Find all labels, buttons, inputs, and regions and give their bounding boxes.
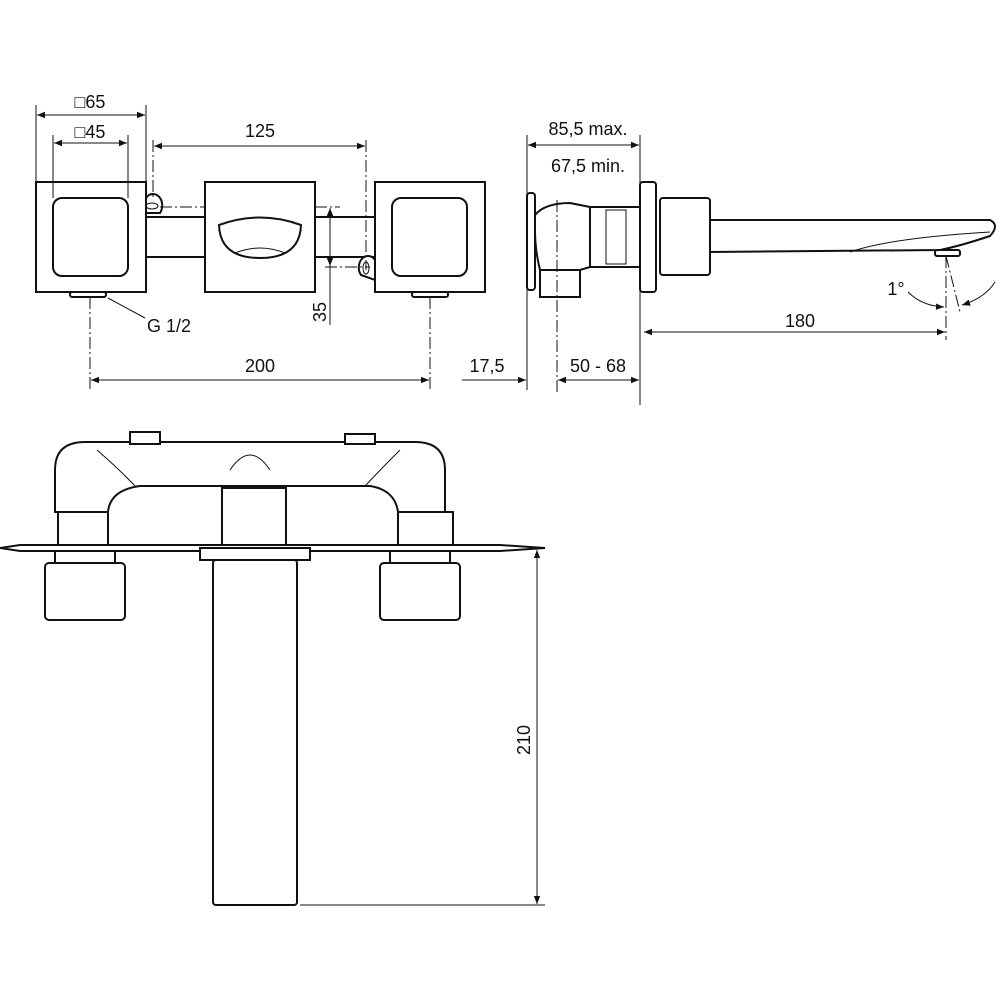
mount-ear-right [357, 255, 376, 282]
handle-right-inner [391, 197, 468, 277]
connector-right [397, 511, 454, 546]
dim-inner-square: □45 [75, 122, 106, 142]
dim-pipe-height: 35 [310, 302, 330, 322]
dim-wall-depth: 17,5 [469, 356, 504, 376]
top-view: 210 [0, 431, 546, 906]
spout-outlet [217, 216, 303, 260]
thread-left [69, 291, 107, 298]
front-view: □65 □45 125 35 G 1/2 200 [35, 92, 486, 390]
dim-spout-projection: 180 [785, 311, 815, 331]
knob-right [344, 433, 376, 445]
dim-outer-square: □65 [75, 92, 106, 112]
label-thread: G 1/2 [147, 316, 191, 336]
valve-left [44, 562, 126, 621]
elbow [534, 201, 591, 271]
aerator [934, 249, 961, 257]
handle-left-inner [52, 197, 129, 277]
mount-plate [526, 192, 536, 291]
valve-left-nut [54, 550, 116, 564]
valve-right [379, 562, 461, 621]
connector-left [57, 511, 109, 546]
wall-flange [639, 181, 657, 293]
spout-nut [659, 197, 711, 276]
spout-top [212, 559, 298, 906]
dim-spout-angle: 1° [887, 279, 904, 299]
dim-depth-max: 85,5 max. [548, 119, 627, 139]
dim-adjust-range: 50 - 68 [570, 356, 626, 376]
dim-depth-min: 67,5 min. [551, 156, 625, 176]
side-view: 85,5 max. 67,5 min. 180 1° 50 - 68 17,5 [462, 119, 996, 405]
spout-neck [221, 487, 287, 546]
valve-body [589, 206, 641, 268]
dim-handle-spacing: 125 [245, 121, 275, 141]
thread-right [411, 291, 449, 298]
dim-center-distance: 200 [245, 356, 275, 376]
inlet-thread [539, 269, 581, 298]
pipe-left [145, 216, 206, 258]
spout-arm [709, 219, 996, 254]
dim-spout-length: 210 [514, 725, 534, 755]
knob-left [129, 431, 161, 445]
valve-right-nut [389, 550, 451, 564]
spout-rosette [199, 547, 311, 561]
